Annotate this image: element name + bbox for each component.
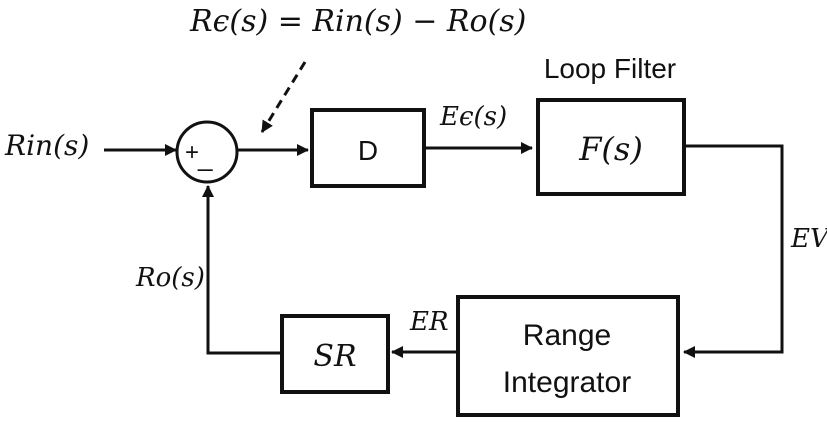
loop-filter-block: F(s)	[536, 98, 686, 196]
d-block: D	[310, 108, 426, 188]
plus-sign: +	[185, 139, 199, 166]
feedback-signal-label: Ro(s)	[135, 263, 205, 293]
minus-sign: _	[197, 142, 213, 172]
d-block-label: D	[358, 135, 378, 166]
loop-filter-title: Loop Filter	[544, 53, 676, 84]
ev-signal-label: EV	[790, 224, 827, 254]
summing-junction: + _	[175, 120, 239, 184]
filter-output-wire	[683, 144, 784, 358]
range-integrator-label-line1: Range	[523, 319, 611, 352]
input-signal-label: Rin(s)	[4, 129, 89, 162]
feedback-wire	[202, 185, 282, 355]
error-equation: Rϵ(s) = Rin(s) − Ro(s)	[189, 4, 526, 39]
er-signal-label: ER	[409, 307, 449, 337]
sr-block: SR	[280, 314, 390, 394]
equation-pointer-arrow	[260, 61, 307, 133]
sr-block-label: SR	[313, 339, 356, 374]
range-integrator-label-line2: Integrator	[503, 366, 631, 399]
range-integrator-block: Range Integrator	[456, 295, 680, 417]
loop-filter-label: F(s)	[578, 130, 643, 168]
error-signal-label: Eϵ(s)	[439, 102, 507, 132]
